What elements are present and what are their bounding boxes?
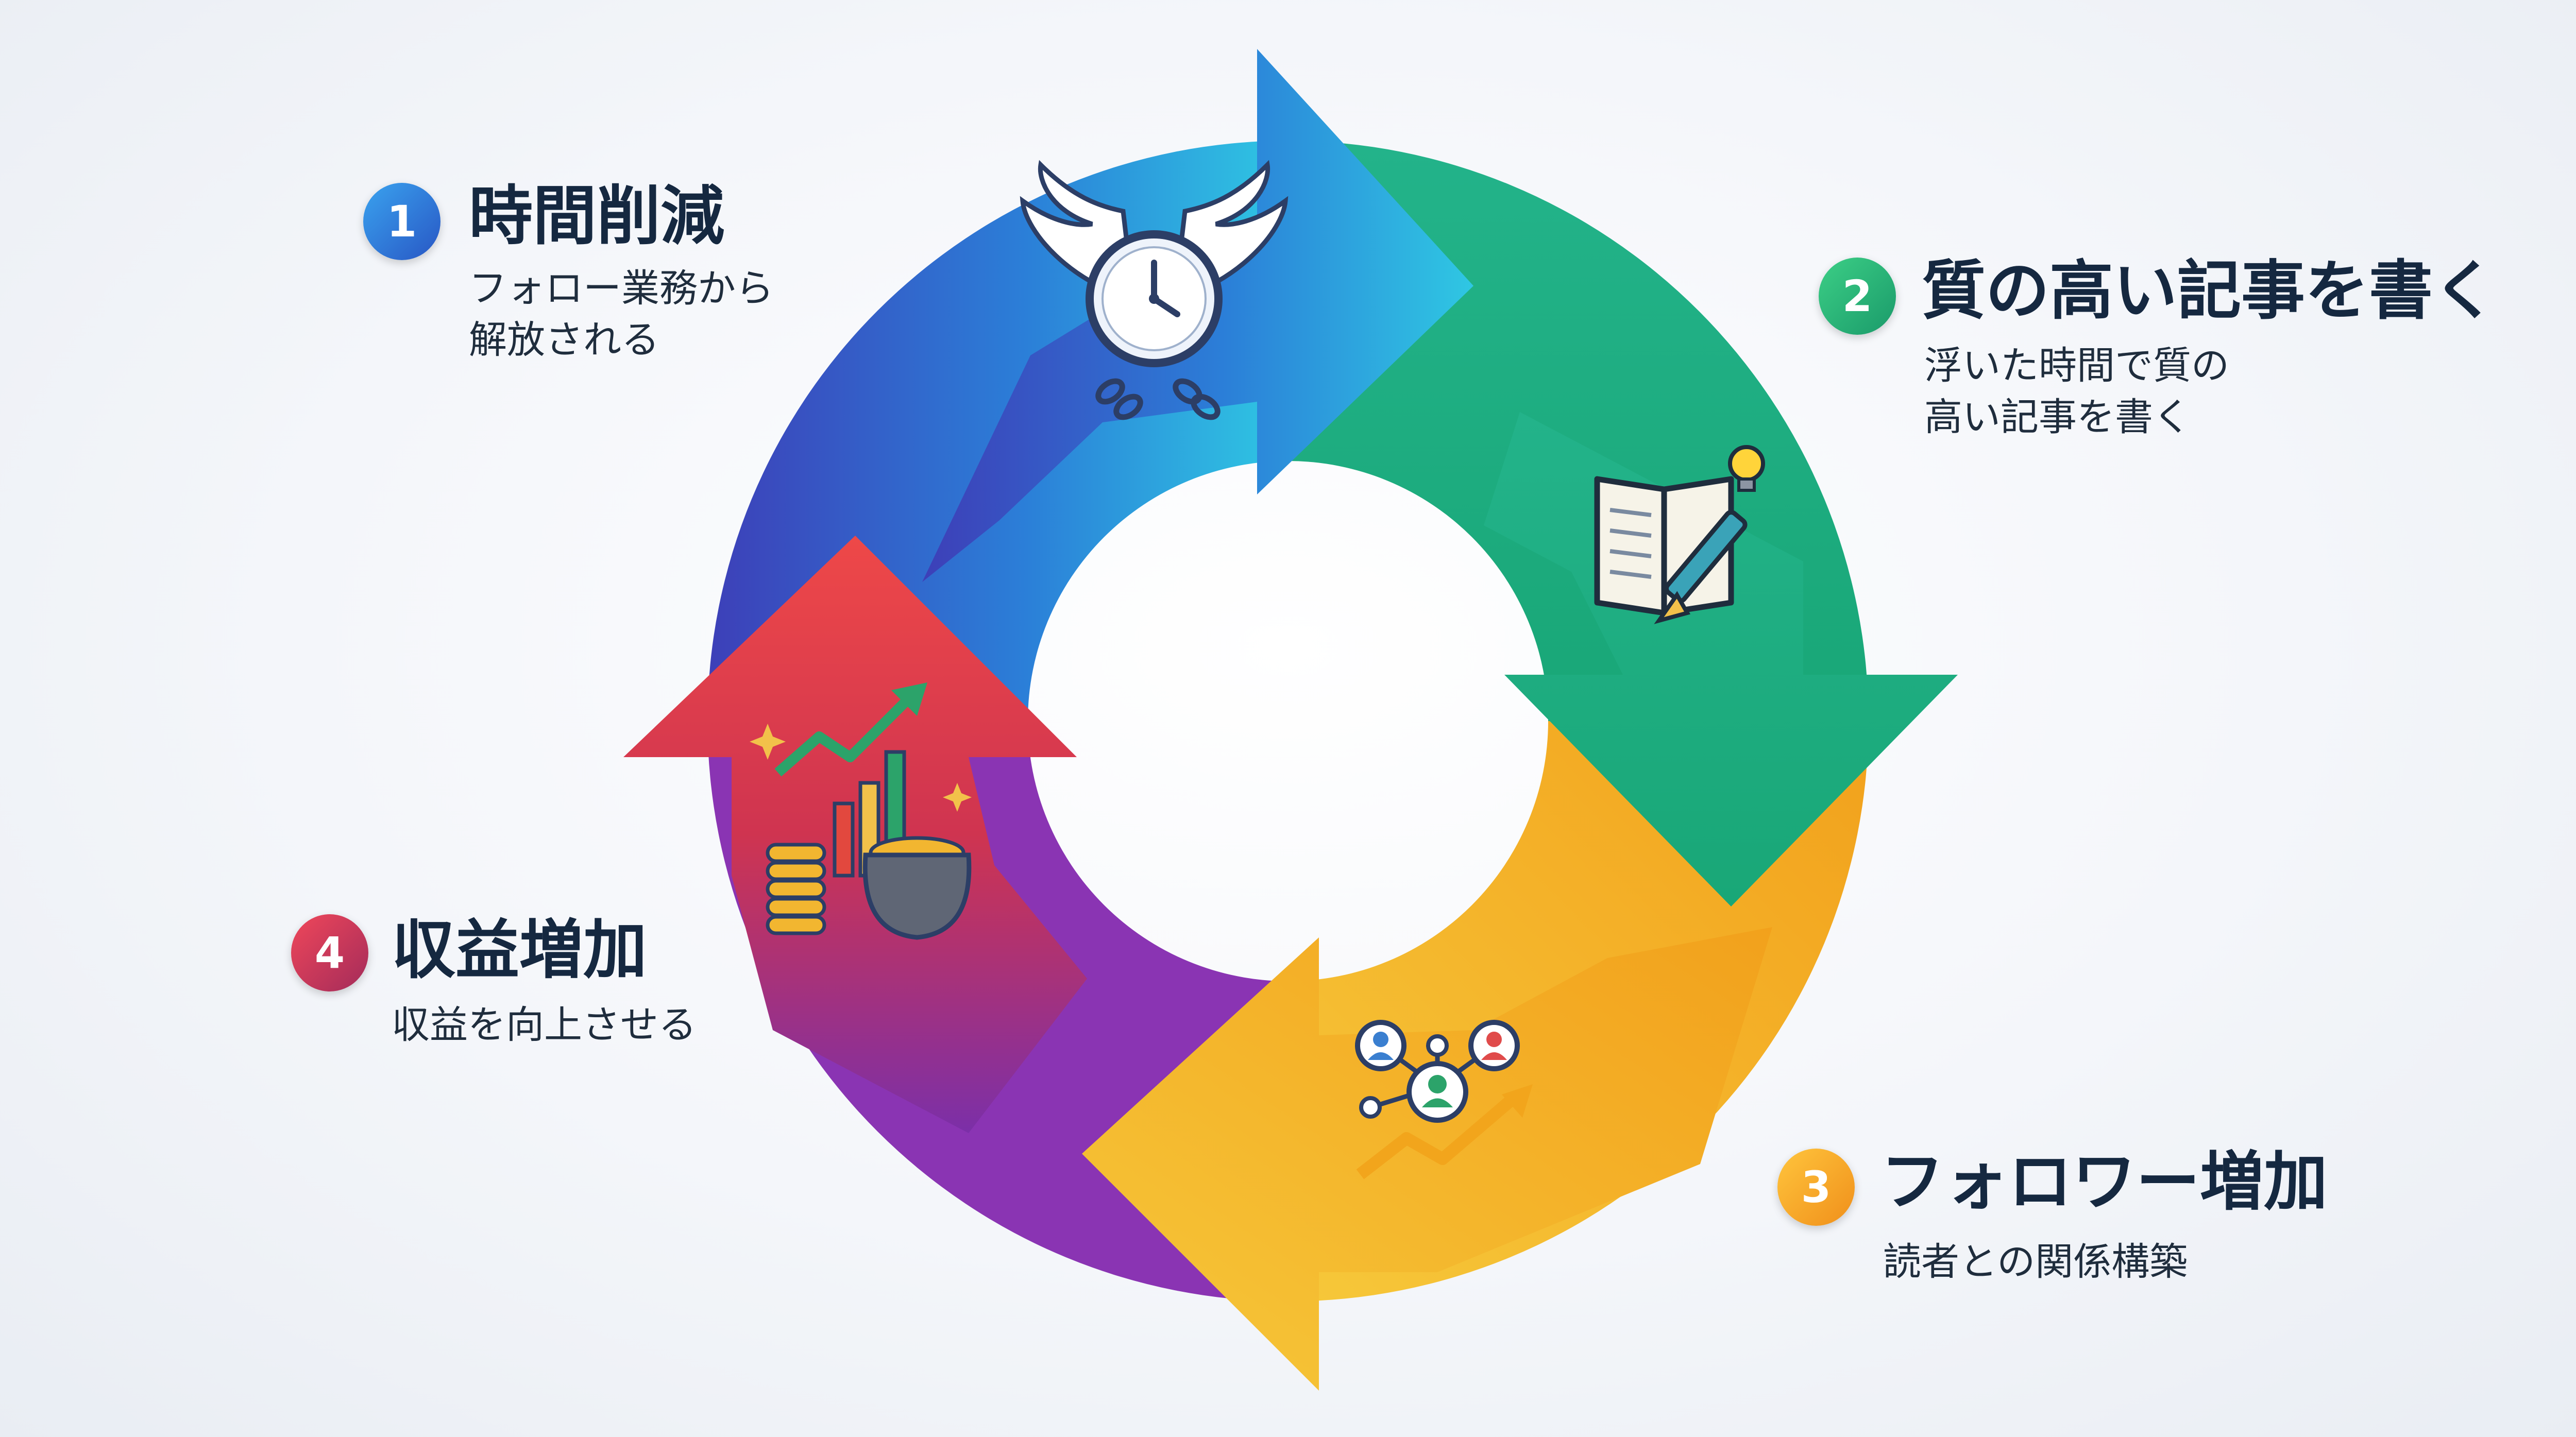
- step-1-description: フォロー業務から 解放される: [469, 263, 774, 366]
- step-1-description-line: 解放される: [469, 318, 659, 362]
- step-3-description: 読者との関係構築: [1883, 1236, 2188, 1288]
- step-4-description: 収益を向上させる: [392, 999, 697, 1051]
- notebook-pen-lightbulb-icon: [1594, 445, 1765, 624]
- arrow-orange: [1082, 927, 1772, 1391]
- arrow-red: [623, 536, 1087, 1133]
- step-2-description: 浮いた時間で質の 高い記事を書く: [1924, 340, 2229, 443]
- step-2-description-line: 高い記事を書く: [1924, 395, 2191, 439]
- step-3-number-badge: 3: [1777, 1149, 1855, 1226]
- step-2-number-badge: 2: [1819, 258, 1896, 335]
- step-4-description-line: 収益を向上させる: [392, 1003, 697, 1047]
- winged-clock-broken-chain-icon: [1020, 160, 1289, 420]
- step-1-description-line: フォロー業務から: [469, 266, 774, 311]
- coins-pot-growth-chart-icon: [750, 682, 972, 940]
- step-3-title: フォロワー増加: [1880, 1145, 2328, 1219]
- step-2-description-line: 浮いた時間で質の: [1924, 344, 2229, 388]
- step-4-number-badge: 4: [291, 914, 368, 991]
- step-1-title: 時間削減: [469, 179, 725, 253]
- step-1-number-badge: 1: [363, 183, 440, 260]
- network-growth-arrow-icon: [1355, 1020, 1533, 1179]
- step-3-description-line: 読者との関係構築: [1883, 1240, 2188, 1284]
- step-2-title: 質の高い記事を書く: [1922, 254, 2497, 328]
- step-4-title: 収益増加: [392, 913, 648, 987]
